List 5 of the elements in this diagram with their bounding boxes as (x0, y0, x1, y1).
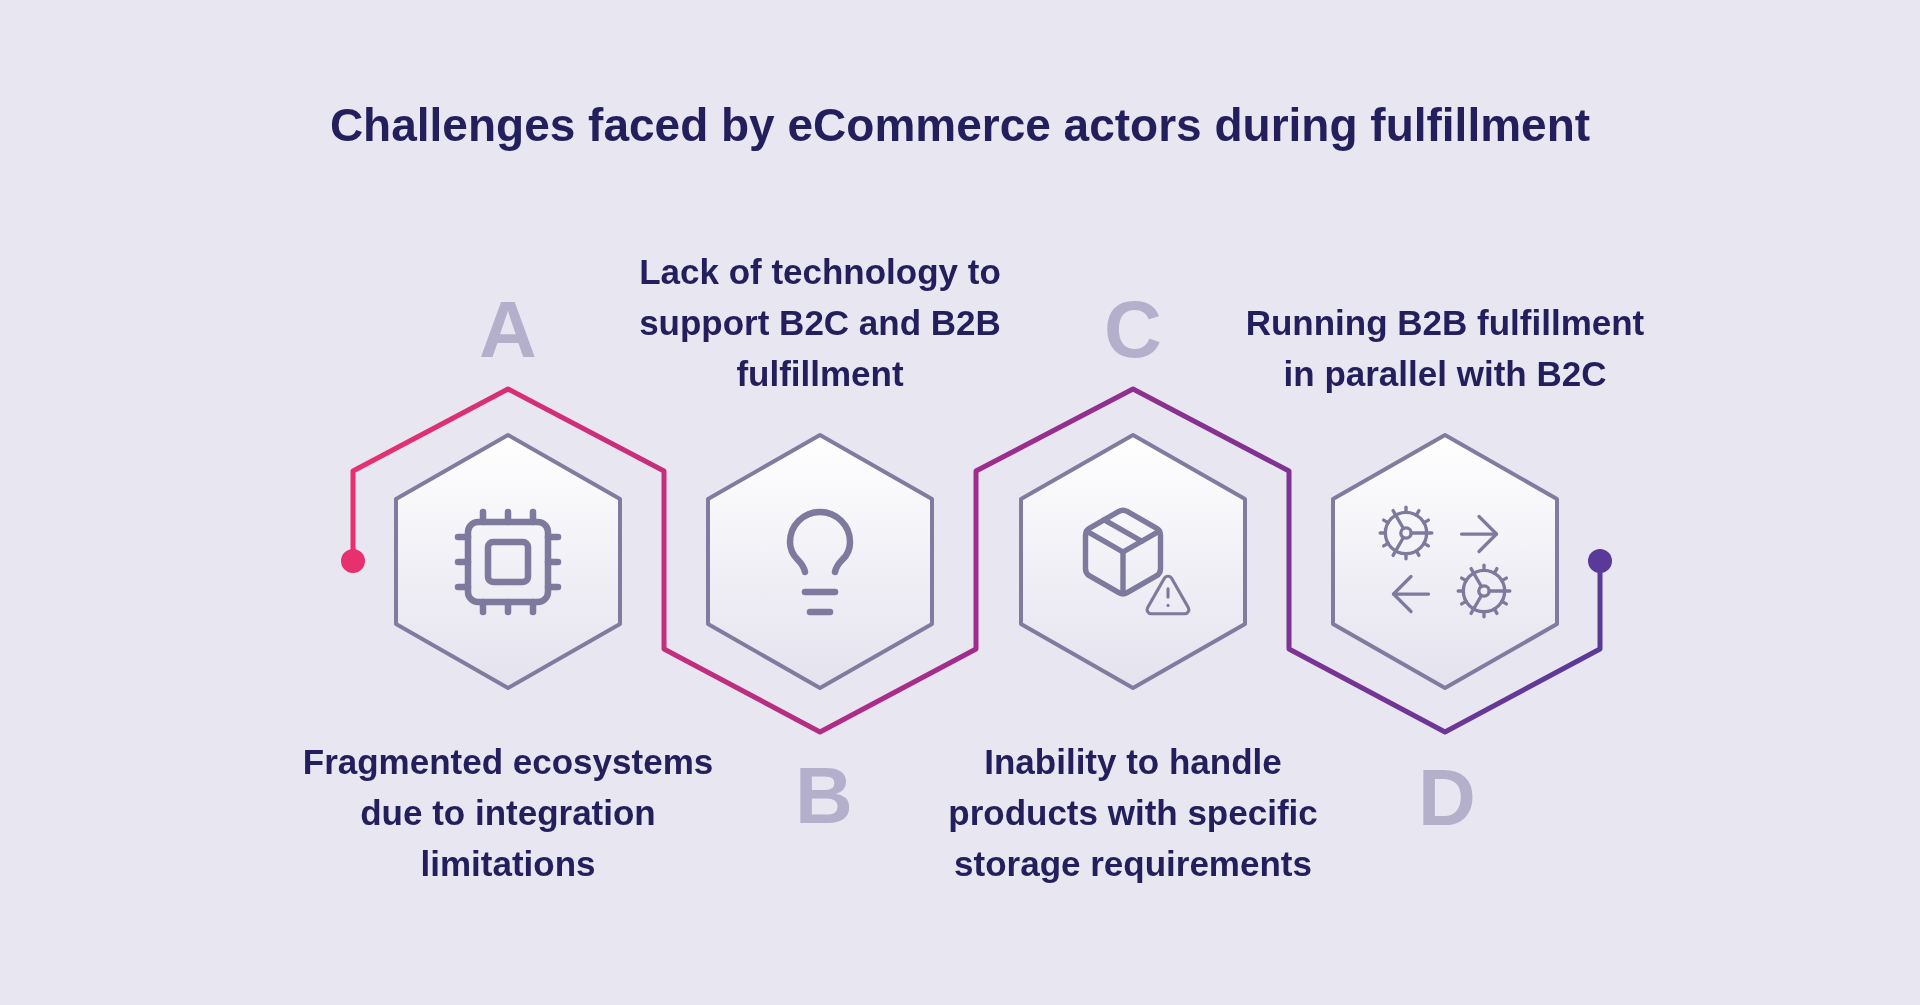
challenge-text: Lack of technology to support B2C and B2B fulfillment (638, 251, 1002, 395)
challenge-text: Fragmented ecosystems due to integration limitations (301, 741, 715, 885)
challenge-text: Running B2B fulfillment in parallel with B2C (1245, 302, 1645, 395)
title: Challenges faced by eCommerce actors during fulfillment (328, 98, 1592, 152)
challenge-text: Inability to handle products with specific storage requirements (947, 741, 1319, 885)
